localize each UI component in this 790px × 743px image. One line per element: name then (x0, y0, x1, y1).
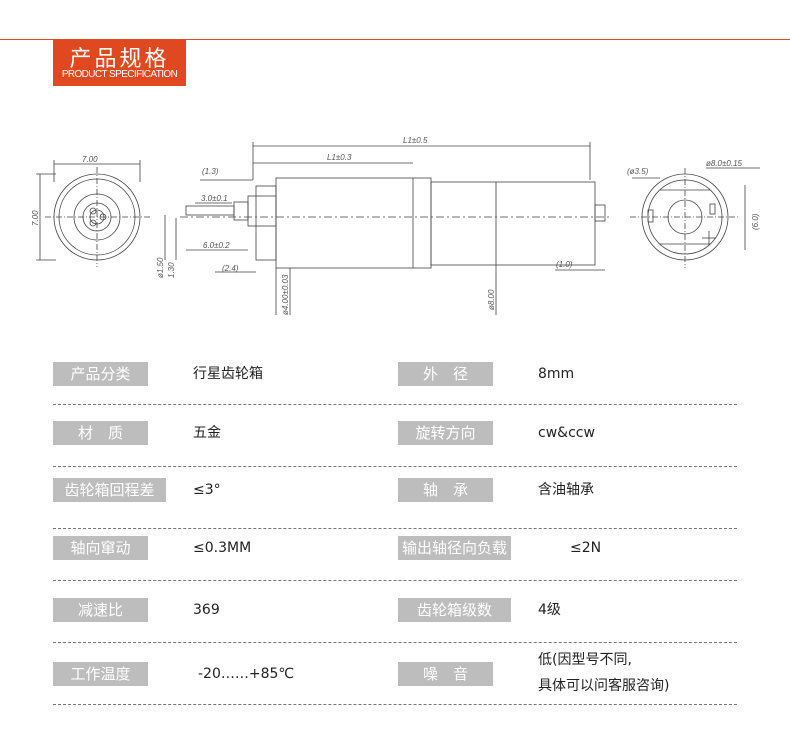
spec-value: 含油轴承 (538, 482, 594, 498)
spec-value: 8mm (538, 366, 575, 382)
dim-front-height: 7.00 (31, 210, 40, 226)
spec-label: 齿轮箱级数 (398, 598, 511, 622)
dim-3-0: 3.0±0.1 (201, 194, 228, 203)
dashed-divider (53, 466, 737, 467)
dim-6-0-right: (6.0) (751, 213, 760, 230)
spec-value: cw&ccw (538, 425, 595, 441)
spec-label: 齿轮箱回程差 (53, 478, 166, 502)
technical-drawing: 7.00 7.00 L1±0.5 L1±0.3 (1.3) 3.0±0.1 6.… (31, 136, 760, 315)
spec-row: 减速比 369 齿轮箱级数 4级 (53, 581, 737, 643)
front-view-left (36, 160, 150, 267)
dashed-divider (53, 704, 737, 705)
spec-value: ≤3° (193, 482, 221, 498)
spec-label: 噪 音 (398, 662, 493, 686)
spec-label: 轴 承 (398, 478, 493, 502)
dim-phi-4-00: ø4.00±0.03 (281, 274, 290, 315)
spec-row: 齿轮箱回程差 ≤3° 轴 承 含油轴承 (53, 467, 737, 529)
dashed-divider (53, 580, 737, 581)
spec-value: 4级 (538, 602, 561, 618)
dim-1-30: 1.30 (167, 262, 176, 278)
dim-phi-3-5: (ø3.5) (627, 167, 649, 176)
spec-row: 材 质 五金 旋转方向 cw&ccw (53, 405, 737, 467)
section-title-cn: 产品规格 (69, 47, 170, 72)
spec-value-line1: 低(因型号不同, (538, 652, 632, 668)
top-rule (0, 39, 790, 40)
spec-label: 产品分类 (53, 362, 148, 386)
spec-label: 输出轴径向负载 (398, 536, 511, 560)
section-header: 产品规格 PRODUCT SPECIFICATION (53, 39, 186, 86)
side-view-motor (164, 142, 610, 315)
spec-label: 外 径 (398, 362, 493, 386)
dim-phi-1-50: ø1.50 (156, 257, 165, 278)
dashed-divider (53, 404, 737, 405)
dim-phi-8-0: ø8.0±0.15 (706, 159, 743, 168)
spec-value: -20……+85℃ (198, 666, 295, 682)
dim-l1-body: L1±0.3 (327, 153, 352, 162)
spec-label: 减速比 (53, 598, 148, 622)
spec-label: 材 质 (53, 421, 148, 445)
spec-value: ≤2N (570, 540, 602, 556)
spec-label: 旋转方向 (398, 421, 493, 445)
section-title-en: PRODUCT SPECIFICATION (61, 69, 178, 80)
spec-row: 工作温度 -20……+85℃ 噪 音 低(因型号不同, 具体可以问客服咨询) (53, 643, 737, 705)
dim-front-width: 7.00 (82, 155, 98, 164)
spec-value-line2: 具体可以问客服咨询) (538, 678, 670, 694)
dim-1-3: (1.3) (202, 167, 219, 176)
dim-2-4: (2.4) (222, 264, 239, 273)
spec-row: 产品分类 行星齿轮箱 外 径 8mm (53, 343, 737, 405)
dim-l1-total: L1±0.5 (403, 136, 428, 145)
spec-value: 369 (193, 602, 220, 618)
spec-row: 轴向窜动 ≤0.3MM 输出轴径向负载 ≤2N (53, 519, 737, 581)
spec-label: 轴向窜动 (53, 536, 148, 560)
dim-1-0: (1.0) (556, 260, 573, 269)
spec-label: 工作温度 (53, 662, 148, 686)
spec-value: 行星齿轮箱 (193, 366, 263, 382)
dim-phi-8-00: ø8.00 (487, 289, 496, 310)
dim-6-0: 6.0±0.2 (203, 241, 230, 250)
spec-value: 五金 (193, 425, 221, 441)
spec-value: ≤0.3MM (193, 540, 252, 556)
dashed-divider (53, 528, 737, 529)
dashed-divider (53, 642, 737, 643)
end-view-right (630, 167, 760, 268)
